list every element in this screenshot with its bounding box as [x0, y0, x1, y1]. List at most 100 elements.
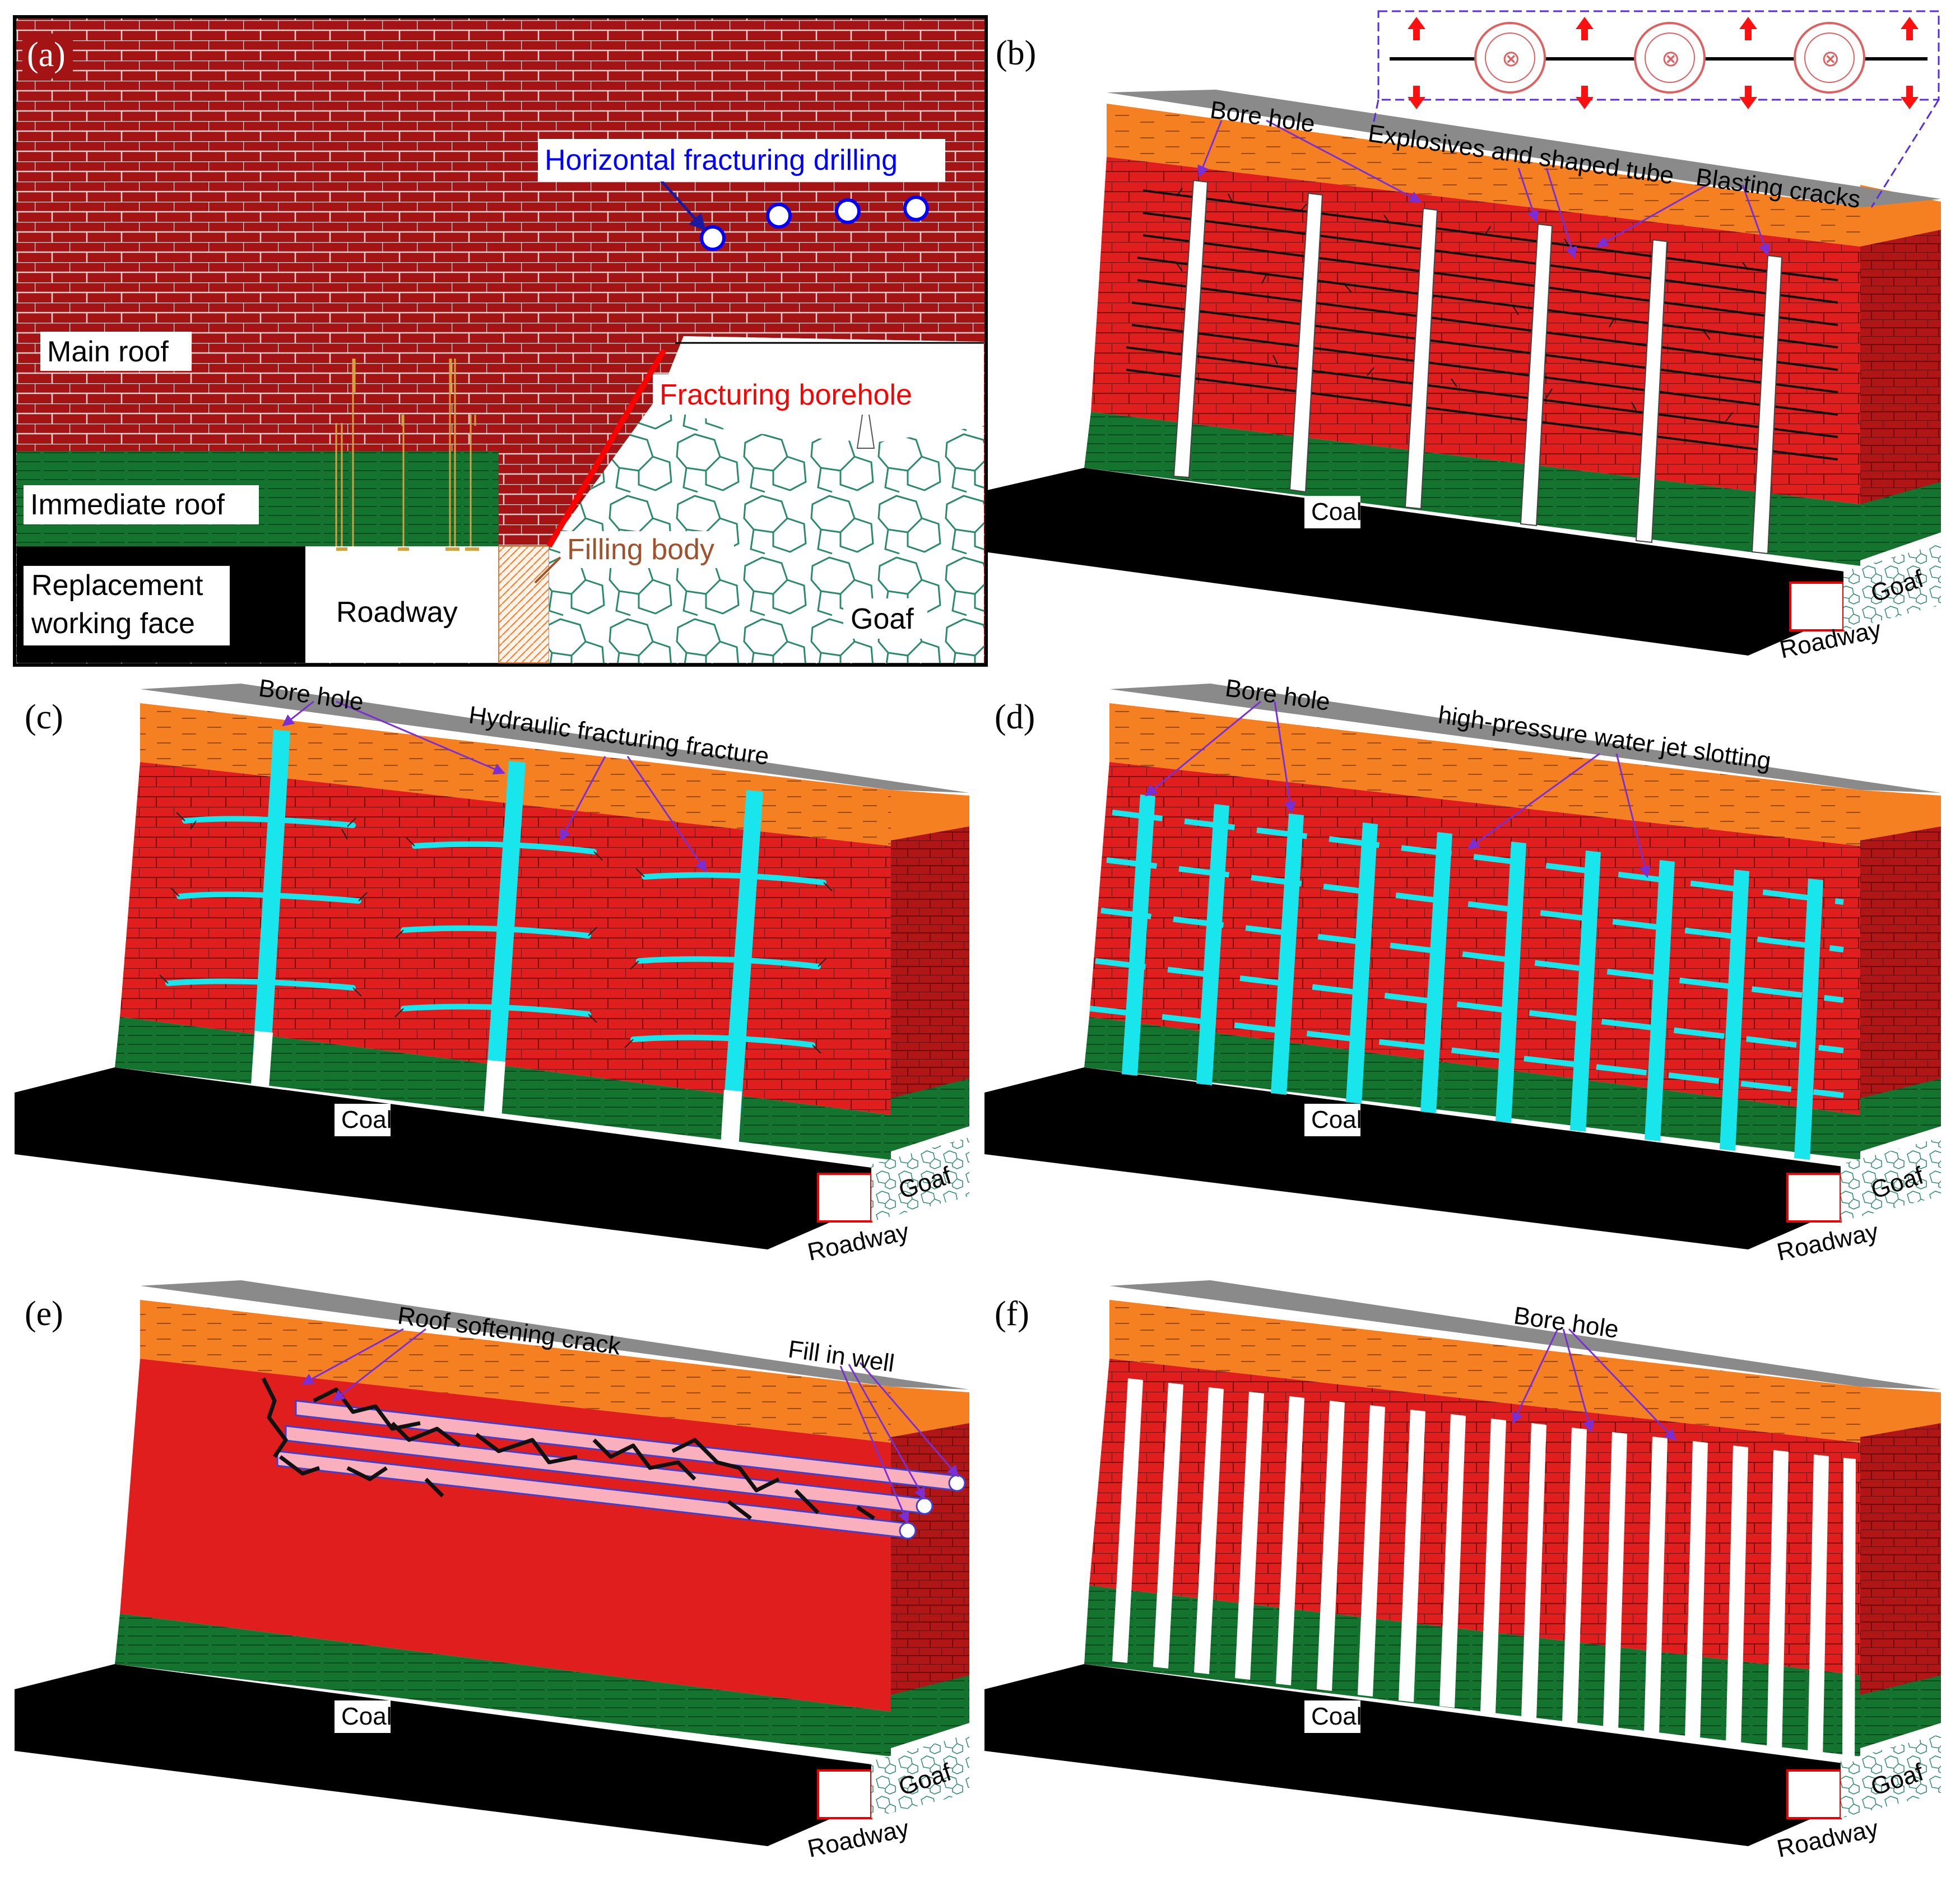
well-end: [916, 1497, 933, 1515]
tube-ring: [1804, 32, 1855, 83]
bore-hole: [1635, 239, 1668, 543]
top-gray: [140, 1280, 969, 1390]
bore-hole: [1570, 851, 1601, 1132]
bore-hole: [1271, 814, 1304, 1095]
roadway-box: [817, 1173, 872, 1223]
side-face: [1860, 1423, 1941, 1748]
coal-label-c: Coal: [341, 1106, 392, 1133]
bore-hole: [1196, 804, 1229, 1085]
top-gray: [1107, 90, 1941, 207]
goaf-label-a: Goaf: [851, 603, 914, 635]
drill-hole-circle: [835, 198, 861, 224]
side-face: [1860, 826, 1941, 1151]
bore-hole: [1520, 223, 1553, 527]
fracture-branches: [159, 812, 833, 1054]
coal-slab: [984, 468, 1877, 656]
roadway-box: [1786, 1769, 1842, 1819]
side-face: [891, 826, 969, 1151]
panel-label-c: (c): [25, 698, 63, 736]
bore-hole: [1603, 1432, 1627, 1730]
drill-hole-circle: [700, 225, 726, 251]
goaf-box: [1843, 543, 1941, 630]
goaf-box: [1841, 1137, 1941, 1221]
side-green: [1860, 482, 1941, 560]
orange-layer: [140, 1300, 891, 1443]
side-orange: [891, 790, 969, 840]
goaf-box: [1841, 1734, 1941, 1818]
roadway-a: [305, 546, 499, 663]
bore-hole-lower: [721, 1090, 742, 1149]
side-green: [891, 1079, 969, 1151]
drill-hole-circle: [903, 196, 929, 221]
orange-layer: [1107, 104, 1860, 247]
main-roof-front: [1091, 157, 1860, 504]
panel-e: (e) Roof softening crack Fill in well Co…: [15, 1280, 969, 1863]
panel-label-e: (e): [25, 1295, 63, 1333]
immediate-roof-label: Immediate roof: [30, 489, 225, 521]
side-orange: [1860, 1387, 1941, 1437]
roadway-box: [1789, 582, 1845, 631]
immediate-roof-front: [1084, 412, 1860, 566]
bore-holes-d: [1122, 794, 1823, 1160]
panel-label-a: (a): [27, 36, 66, 74]
pointer-arrows-e: [301, 1328, 959, 1524]
side-orange: [1860, 790, 1941, 840]
bore-hole: [1808, 1455, 1829, 1758]
label-bg: [40, 332, 192, 371]
well-end: [899, 1522, 917, 1540]
water-jet-slots: [1089, 810, 1844, 1098]
panel-c: (c) Bore hole Hydraulic fracturing fract…: [15, 674, 969, 1266]
panel-a: (a) Horizontal fracturing drilling Main …: [13, 15, 988, 667]
pointer-arrows-c: [282, 700, 707, 872]
bore-hole: [1685, 1441, 1708, 1741]
bore-hole: [1420, 832, 1452, 1113]
side-face: [1860, 230, 1941, 560]
bore-hole: [1122, 794, 1155, 1076]
bore-hole: [1404, 207, 1438, 510]
bore-holes-f: [1112, 1378, 1856, 1762]
horizontal-drilling-label: Horizontal fracturing drilling: [545, 144, 898, 176]
coal-slab: [984, 1067, 1877, 1249]
bore-hole: [1645, 860, 1675, 1141]
immediate-roof-front: [1084, 1586, 1860, 1756]
bore-hole: [1495, 842, 1526, 1123]
label-bg: [1304, 496, 1360, 528]
tube-ring: [1485, 32, 1535, 83]
pointer-arrows-f: [1512, 1328, 1676, 1441]
roadway-box: [1786, 1173, 1842, 1223]
coal-label-d: Coal: [1311, 1106, 1362, 1133]
panel-f: (f) Bore hole Coal Goaf Roadway: [984, 1280, 1941, 1863]
top-gray: [1109, 684, 1941, 793]
replacement-label-2: working face: [31, 607, 195, 640]
softening-cracks: [261, 1377, 875, 1520]
main-roof-label: Main roof: [47, 336, 169, 368]
bore-hole: [1399, 1410, 1425, 1702]
goaf-box: [871, 1734, 969, 1818]
roof-crack-tip: [856, 392, 875, 449]
top-gray: [140, 684, 969, 793]
label-bg: [24, 566, 230, 645]
filling-body-label: Filling body: [567, 533, 714, 566]
bore-hole-lower: [484, 1060, 505, 1118]
bore-hole: [1112, 1378, 1143, 1663]
label-bg: [1304, 1700, 1360, 1733]
stress-arrows: [1408, 17, 1919, 109]
label-bg: [1304, 1104, 1360, 1136]
panel-label-b: (b): [996, 34, 1036, 72]
bore-hole: [251, 729, 290, 1087]
pointer-arrows-b: [1197, 119, 1770, 259]
bore-hole: [1439, 1414, 1466, 1708]
roof-bolts: [335, 359, 479, 551]
tube-ring: [1645, 32, 1695, 83]
bore-hole: [1194, 1387, 1224, 1674]
cross-symbol: ⊗: [1502, 47, 1521, 71]
bore-holes-b: [1173, 179, 1783, 555]
side-green: [1860, 1079, 1941, 1151]
bore-hole: [1767, 1450, 1789, 1753]
label-bg: [24, 485, 259, 524]
coal-slab: [984, 1664, 1877, 1846]
bore-hole: [721, 790, 763, 1149]
bore-hole: [1562, 1428, 1587, 1725]
drill-hole-circle: [766, 203, 792, 229]
bore-hole: [1317, 1401, 1345, 1691]
